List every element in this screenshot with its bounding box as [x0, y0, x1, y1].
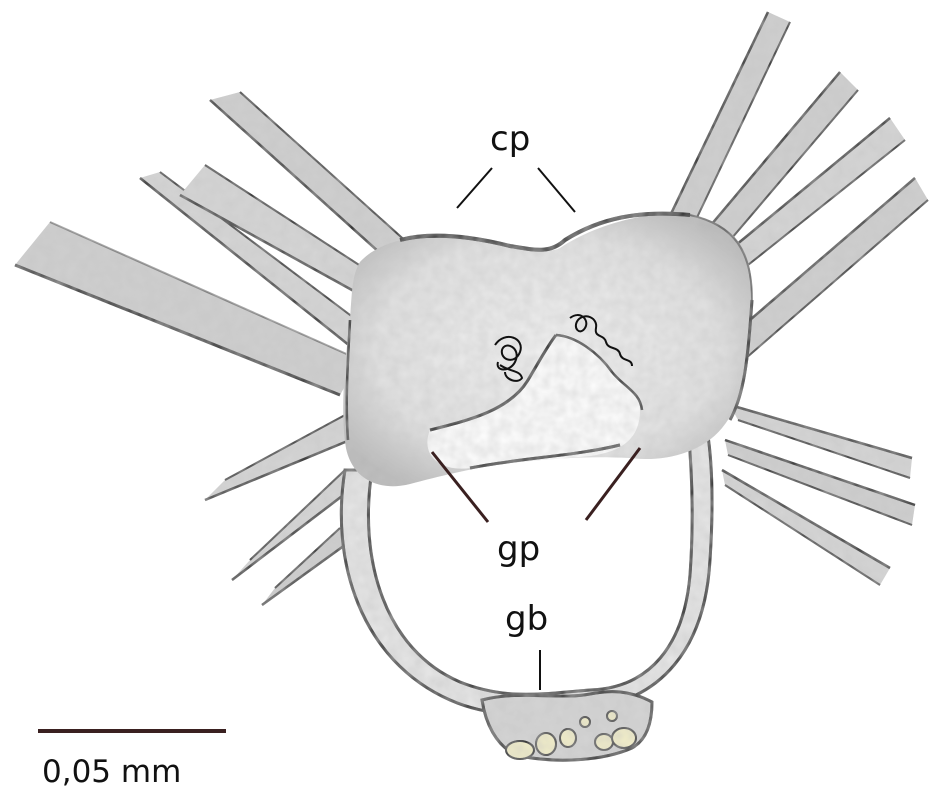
arm-left-lower-2 — [232, 470, 350, 580]
arm-right-1 — [668, 12, 790, 228]
gamete-bulb — [482, 692, 652, 761]
label-gb: gb — [505, 599, 548, 639]
leader-cp — [457, 168, 575, 212]
label-gp: gp — [497, 529, 540, 569]
scale-bar-label: 0,05 mm — [42, 754, 181, 790]
label-cp: cp — [490, 119, 530, 159]
scale-bar: 0,05 mm — [38, 731, 226, 790]
